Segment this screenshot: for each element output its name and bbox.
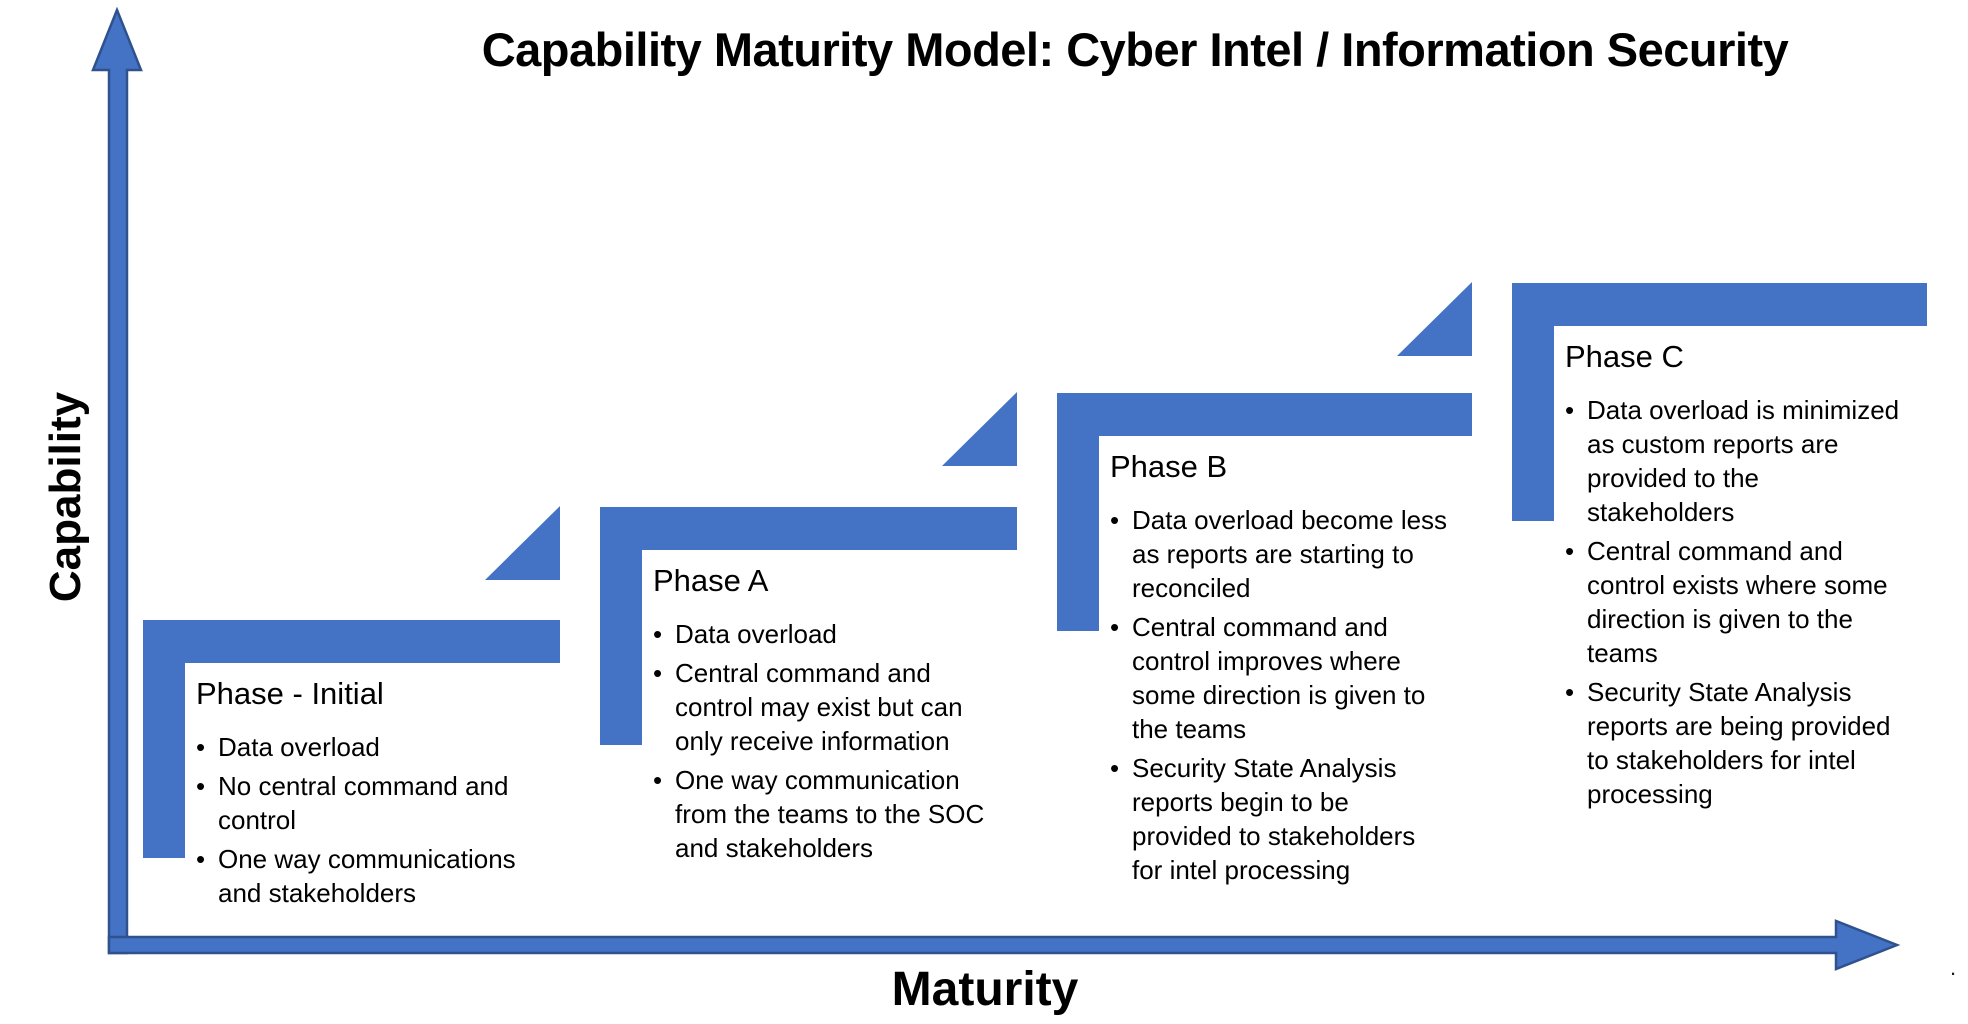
- step-bar: [1512, 283, 1927, 326]
- bullet-list: • Data overload become less as reports a…: [1110, 503, 1520, 887]
- y-axis-label: Capability: [41, 391, 90, 603]
- bullet-text: Central command and control exists where…: [1587, 536, 1888, 668]
- phase-content: Phase B • Data overload become less as r…: [1110, 449, 1520, 892]
- phase-title: Phase A: [653, 563, 769, 598]
- bullet-marker: •: [1565, 536, 1575, 566]
- bullet-item: • One way communications and stakeholder…: [196, 842, 606, 910]
- bullet-item: • Data overload: [196, 730, 606, 764]
- bullet-text: No central command and control: [218, 771, 509, 835]
- bullet-item: • Security State Analysis reports begin …: [1110, 751, 1520, 887]
- bullet-list: • Data overload • Central command and co…: [653, 617, 1063, 865]
- diagram-title: Capability Maturity Model: Cyber Intel /…: [481, 23, 1789, 76]
- x-axis-arrow: [107, 919, 1901, 971]
- step-bar: [1057, 393, 1472, 436]
- step-bar: [600, 507, 1017, 550]
- bullet-text: Security State Analysis reports begin to…: [1132, 753, 1416, 885]
- bullet-text: One way communications and stakeholders: [218, 844, 516, 908]
- phase-content: Phase - Initial • Data overload • No cen…: [196, 676, 606, 915]
- phase-title: Phase C: [1565, 339, 1684, 374]
- bullet-marker: •: [1565, 677, 1575, 707]
- bullet-item: • Central command and control exists whe…: [1565, 534, 1968, 670]
- bullet-text: One way communication from the teams to …: [675, 765, 985, 863]
- bullet-marker: •: [653, 619, 663, 649]
- step-stem: [1512, 283, 1554, 521]
- bullet-text: Data overload become less as reports are…: [1132, 505, 1448, 603]
- bullet-text: Security State Analysis reports are bein…: [1587, 677, 1891, 809]
- y-axis-arrow: [91, 6, 143, 955]
- bullet-marker: •: [1110, 753, 1120, 783]
- bullet-item: • Data overload: [653, 617, 1063, 651]
- phase-content: Phase C • Data overload is minimized as …: [1565, 339, 1968, 816]
- bullet-item: • No central command and control: [196, 769, 606, 837]
- bullet-text: Data overload is minimized as custom rep…: [1587, 395, 1900, 527]
- bullet-marker: •: [196, 771, 206, 801]
- stray-dot: .: [1950, 955, 1957, 980]
- bullet-item: • Data overload is minimized as custom r…: [1565, 393, 1968, 529]
- bullet-text: Central command and control improves whe…: [1132, 612, 1426, 744]
- bullet-marker: •: [196, 844, 206, 874]
- bullet-text: Central command and control may exist bu…: [675, 658, 963, 756]
- step-stem: [143, 620, 185, 858]
- step-stem: [1057, 393, 1099, 631]
- bullet-item: • Central command and control improves w…: [1110, 610, 1520, 746]
- bullet-item: • Security State Analysis reports are be…: [1565, 675, 1968, 811]
- bullet-list: • Data overload • No central command and…: [196, 730, 606, 910]
- bullet-marker: •: [196, 732, 206, 762]
- step-bar: [143, 620, 560, 663]
- bullet-text: Data overload: [218, 732, 380, 762]
- phase-title: Phase B: [1110, 449, 1228, 484]
- bullet-marker: •: [1110, 505, 1120, 535]
- bullet-marker: •: [1110, 612, 1120, 642]
- bullet-item: • One way communication from the teams t…: [653, 763, 1063, 865]
- bullet-marker: •: [653, 658, 663, 688]
- bullet-marker: •: [653, 765, 663, 795]
- step-stem: [600, 507, 642, 745]
- phase-title: Phase - Initial: [196, 676, 384, 711]
- x-axis-label: Maturity: [891, 963, 1079, 1016]
- bullet-item: • Central command and control may exist …: [653, 656, 1063, 758]
- bullet-marker: •: [1565, 395, 1575, 425]
- bullet-item: • Data overload become less as reports a…: [1110, 503, 1520, 605]
- bullet-list: • Data overload is minimized as custom r…: [1565, 393, 1968, 811]
- phase-content: Phase A • Data overload • Central comman…: [653, 563, 1063, 870]
- bullet-text: Data overload: [675, 619, 837, 649]
